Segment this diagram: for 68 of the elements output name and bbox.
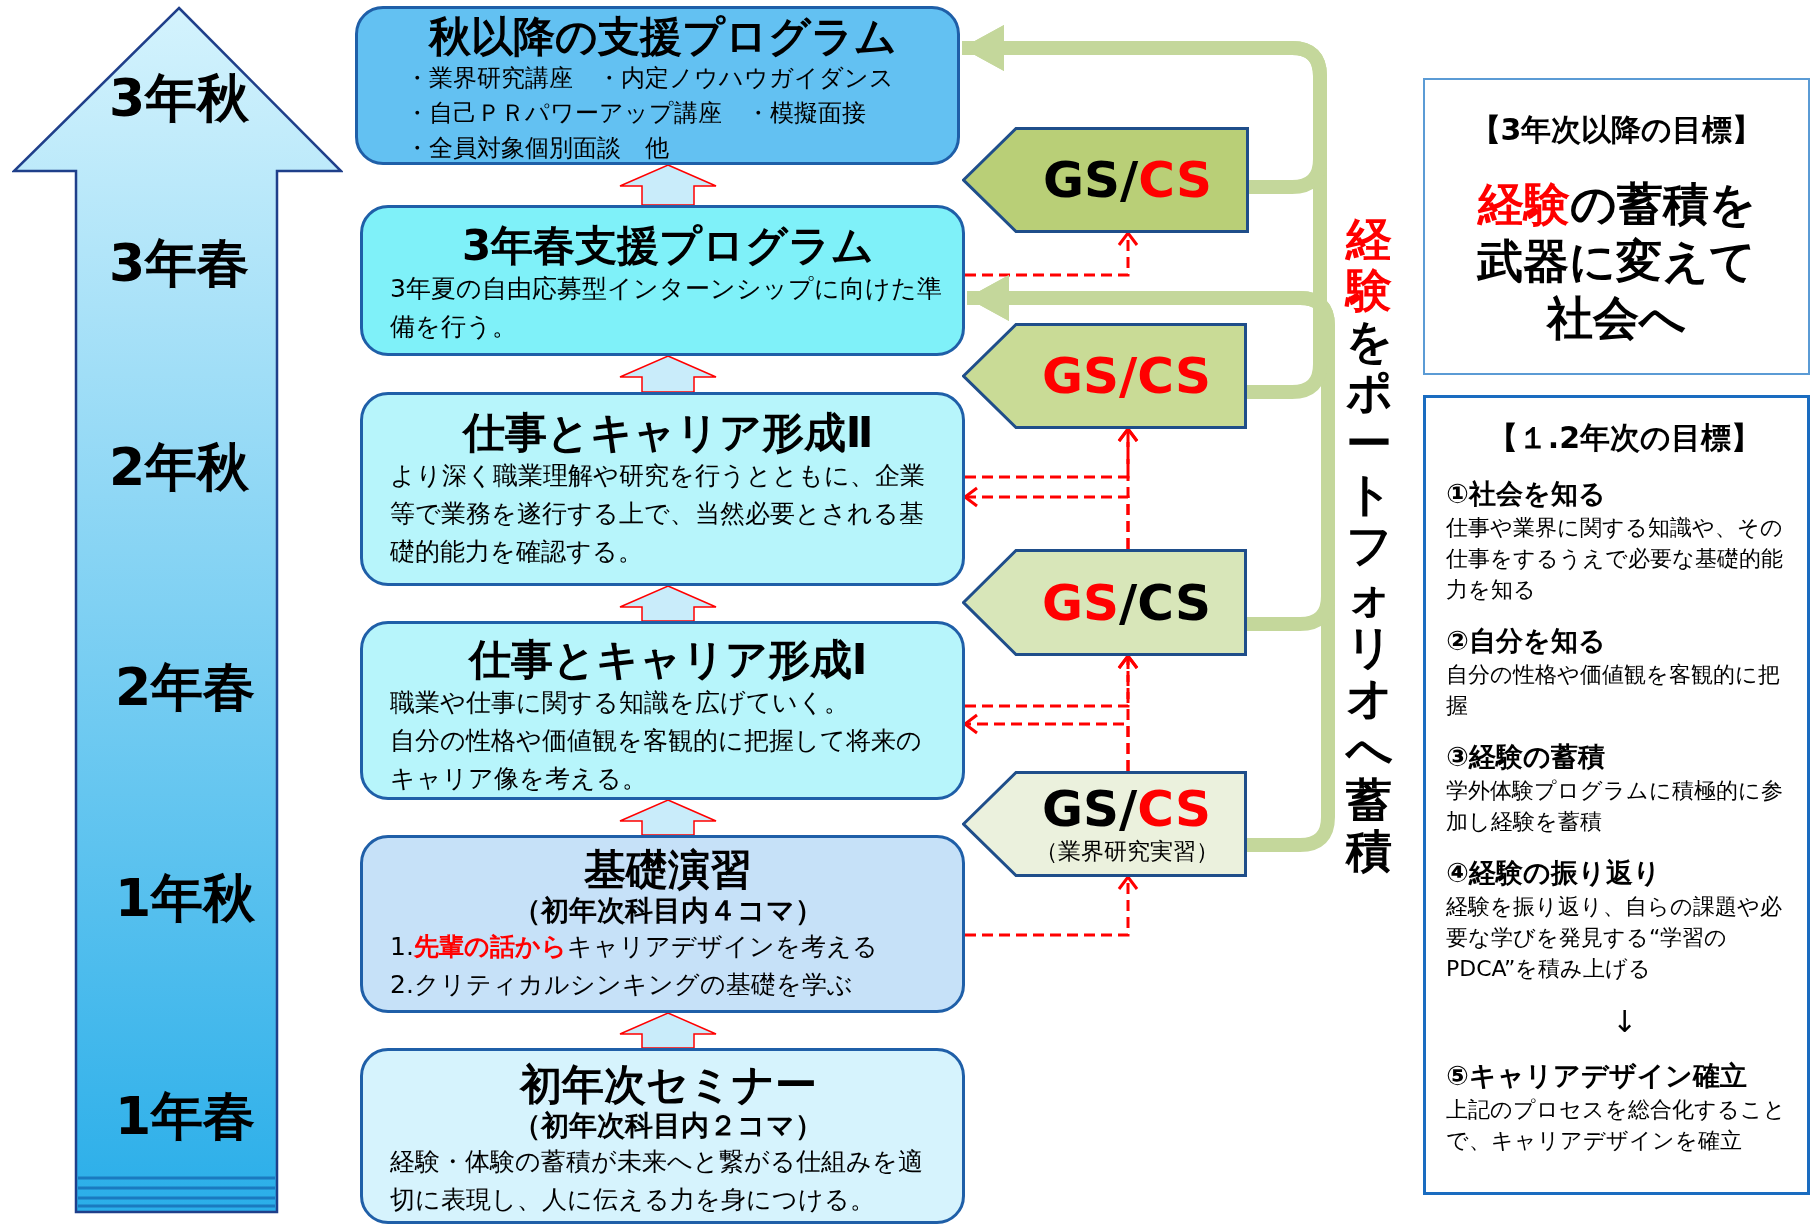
program-box [360,835,965,1013]
program-box [360,621,965,800]
box-title: 基礎演習 [583,846,753,894]
goal-heading: ①社会を知る [1446,477,1607,511]
program-box [360,392,965,586]
box-label: GS/CS [1042,349,1211,403]
goal-statement: 経験の蓄積を武器に変えて社会へ [1476,176,1757,347]
year-label: 1年秋 [113,868,257,928]
box-subtitle: （業界研究実習） [1034,837,1219,866]
goal-text: 学外体験プログラムに積極的に参加し経験を蓄積 [1446,777,1784,836]
box-title: 仕事とキャリア形成Ⅰ [467,636,869,684]
block-arrow [619,585,717,622]
year-label: 3年春 [107,233,251,293]
goal-box [1423,78,1810,375]
block-arrow [619,1012,717,1049]
box-label: GS/CS [1042,575,1211,630]
goal-box [1423,395,1810,1195]
goal-title: 【１.2年次の目標】 [1486,419,1763,457]
box-title: 秋以降の支援プログラム [427,13,898,61]
bullet-item: ・全員対象個別面談 他 [404,133,670,164]
pentagon-box [962,549,1247,656]
block-arrow [619,799,717,836]
dashed-arrow [963,713,1130,771]
block-arrow [619,164,717,206]
goal-text: 仕事や業界に関する知識や、その仕事をするうえで必要な基礎的能力を知る [1446,514,1784,604]
goal-title: 【3年次以降の目標】 [1469,111,1764,149]
box-text: 職業や仕事に関する知識を広げていく。 [390,687,850,719]
year-label: 2年春 [113,657,257,717]
timeline-arrow [12,6,343,1214]
box-text: 経験・体験の蓄積が未来へと繋がる仕組みを適切に表現し、人に伝える力を身につける。 [390,1146,924,1216]
goal-heading: ③経験の蓄積 [1446,740,1606,774]
pentagon-box [962,323,1247,429]
goal-heading: ②自分を知る [1446,624,1607,658]
year-label: 1年春 [113,1086,257,1146]
box-text: 2.クリティカルシンキングの基礎を学ぶ [390,969,854,1001]
pentagon-box [962,771,1247,877]
dashed-arrow [965,231,1139,277]
box-subtitle: （初年次科目内２コマ） [512,1109,824,1143]
year-label: 2年秋 [107,437,251,497]
goal-text: 経験を振り返り、自らの課題や必要な学びを発見する“学習のPDCA”を積み上げる [1446,893,1783,983]
box-title: 3年春支援プログラム [460,222,876,270]
program-box [355,6,960,165]
box-text: 3年夏の自由応募型インターンシップに向けた準備を行う。 [390,273,943,343]
program-box [360,205,965,356]
dashed-arrow [965,654,1139,708]
box-title: 初年次セミナー [518,1061,818,1109]
bullet-item: ・自己ＰＲパワーアップ講座 ・模擬面接 [404,98,867,129]
goal-heading: ④経験の振り返り [1446,856,1662,890]
box-text: 自分の性格や価値観を客観的に把握して将来のキャリア像を考える。 [390,725,923,795]
box-text: より深く職業理解や研究を行うとともに、企業等で業務を遂行する上で、当然必要とされる基礎的能力を確認する。 [390,460,926,568]
box-label: GS/CS [1043,153,1212,207]
arrow-symbol: ↓ [1610,1004,1639,1040]
box-text: 1.先輩の話からキャリアデザインを考える [390,931,879,963]
box-subtitle: （初年次科目内４コマ） [512,894,824,928]
vertical-label: 経験をポートフォリオへ蓄積 [1344,214,1394,877]
bullet-item: ・業界研究講座 ・内定ノウハウガイダンス [404,63,895,94]
goal-heading: ⑤キャリアデザイン確立 [1446,1059,1748,1093]
dashed-arrow [965,875,1139,937]
block-arrow [619,355,717,393]
dashed-arrow [965,427,1139,479]
dashed-arrow [963,486,1130,549]
goal-text: 上記のプロセスを総合化することで、キャリアデザインを確立 [1446,1096,1787,1155]
box-title: 仕事とキャリア形成Ⅱ [461,409,875,457]
box-label: GS/CS [1042,782,1211,836]
goal-text: 自分の性格や価値観を客観的に把握 [1446,661,1781,720]
year-label: 3年秋 [107,68,251,128]
program-box [360,1048,965,1224]
pentagon-box [962,127,1249,233]
